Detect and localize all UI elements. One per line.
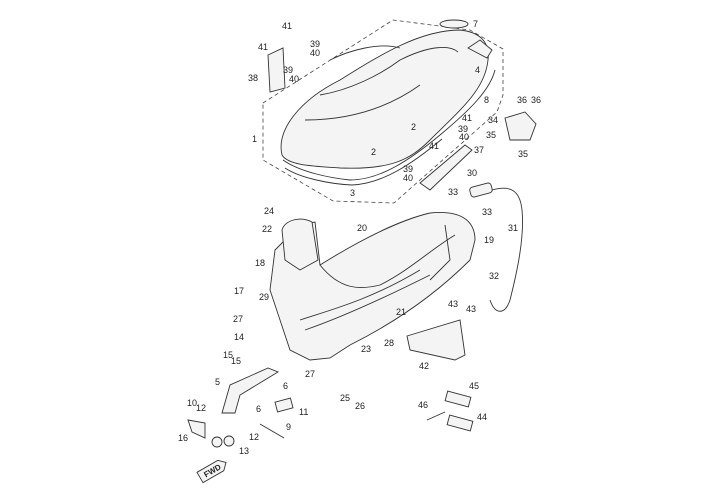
seat-lock-34 bbox=[504, 111, 537, 141]
callout-label: 38 bbox=[248, 73, 258, 83]
callout-label: 43 bbox=[448, 299, 458, 309]
part-46 bbox=[426, 411, 446, 421]
pad-11 bbox=[274, 397, 294, 413]
callout-label: 20 bbox=[357, 223, 367, 233]
callout-label: 22 bbox=[262, 224, 272, 234]
callout-label: 42 bbox=[419, 361, 429, 371]
callout-label: 16 bbox=[178, 433, 188, 443]
callout-label: 10 bbox=[187, 398, 197, 408]
callout-label: 4 bbox=[475, 65, 480, 75]
callout-label: 36 bbox=[517, 95, 527, 105]
callout-label: 39 bbox=[403, 164, 413, 174]
callout-label: 41 bbox=[282, 21, 292, 31]
callout-label: 3 bbox=[350, 188, 355, 198]
part-16 bbox=[187, 419, 206, 439]
callout-label: 27 bbox=[305, 369, 315, 379]
callout-label: 28 bbox=[384, 338, 394, 348]
callout-label: 7 bbox=[473, 19, 478, 29]
callout-label: 26 bbox=[355, 401, 365, 411]
cable-31 bbox=[489, 187, 523, 312]
callout-label: 14 bbox=[234, 332, 244, 342]
callout-label: 17 bbox=[234, 286, 244, 296]
bracket-38 bbox=[267, 47, 286, 93]
frame-storage-box bbox=[269, 212, 476, 361]
bolt-9 bbox=[259, 423, 285, 439]
callout-label: 27 bbox=[233, 314, 243, 324]
callout-label: 41 bbox=[429, 141, 439, 151]
callout-label: 40 bbox=[459, 132, 469, 142]
callout-label: 15 bbox=[223, 350, 233, 360]
bracket-37 bbox=[419, 144, 473, 191]
lid-22 bbox=[281, 218, 319, 271]
callout-label: 6 bbox=[256, 404, 261, 414]
callout-label: 44 bbox=[477, 412, 487, 422]
seat bbox=[280, 29, 496, 186]
callout-label: 29 bbox=[259, 292, 269, 302]
callout-label: 40 bbox=[310, 48, 320, 58]
callout-label: 35 bbox=[518, 149, 528, 159]
guard-5 bbox=[221, 367, 280, 414]
callout-label: 30 bbox=[467, 168, 477, 178]
callout-label: 39 bbox=[458, 124, 468, 134]
spring-13b bbox=[223, 435, 235, 447]
callout-label: 36 bbox=[531, 95, 541, 105]
callout-label: 31 bbox=[508, 223, 518, 233]
callout-label: 43 bbox=[466, 304, 476, 314]
callout-label: 13 bbox=[239, 446, 249, 456]
emblem-7 bbox=[439, 19, 469, 29]
callout-label: 34 bbox=[488, 115, 498, 125]
callout-label: 5 bbox=[215, 377, 220, 387]
callout-label: 32 bbox=[489, 271, 499, 281]
part-45 bbox=[444, 390, 472, 408]
callout-label: 41 bbox=[462, 113, 472, 123]
callout-label: 39 bbox=[310, 39, 320, 49]
callout-label: 1 bbox=[252, 134, 257, 144]
callout-label: 24 bbox=[264, 206, 274, 216]
callout-label: 41 bbox=[258, 42, 268, 52]
callout-label: 2 bbox=[411, 122, 416, 132]
callout-label: 12 bbox=[249, 432, 259, 442]
callout-label: 15 bbox=[231, 356, 241, 366]
callout-label: 18 bbox=[255, 258, 265, 268]
callout-label: 19 bbox=[484, 235, 494, 245]
callout-label: 35 bbox=[486, 130, 496, 140]
callout-label: 25 bbox=[340, 393, 350, 403]
callout-label: 6 bbox=[283, 381, 288, 391]
callout-label: 37 bbox=[474, 145, 484, 155]
cover-42 bbox=[406, 319, 466, 361]
callout-label: 23 bbox=[361, 344, 371, 354]
callout-label: 8 bbox=[484, 95, 489, 105]
callout-label: 33 bbox=[482, 207, 492, 217]
part-44 bbox=[446, 414, 474, 432]
callout-label: 12 bbox=[196, 403, 206, 413]
callout-label: 11 bbox=[299, 407, 308, 417]
callout-label: 9 bbox=[286, 422, 291, 432]
callout-label: 39 bbox=[283, 65, 293, 75]
callout-label: 45 bbox=[469, 381, 479, 391]
spring-13 bbox=[211, 436, 223, 448]
callout-label: 40 bbox=[289, 74, 299, 84]
callout-label: 40 bbox=[403, 173, 413, 183]
callout-label: 2 bbox=[371, 147, 376, 157]
seat-assembly-boundary bbox=[262, 19, 504, 204]
callout-label: 21 bbox=[396, 307, 406, 317]
lock-30 bbox=[469, 182, 493, 198]
callout-label: 46 bbox=[418, 400, 428, 410]
callout-label: 33 bbox=[448, 187, 458, 197]
plate-4 bbox=[467, 39, 493, 59]
fwd-arrow-icon: FWD bbox=[196, 459, 227, 484]
